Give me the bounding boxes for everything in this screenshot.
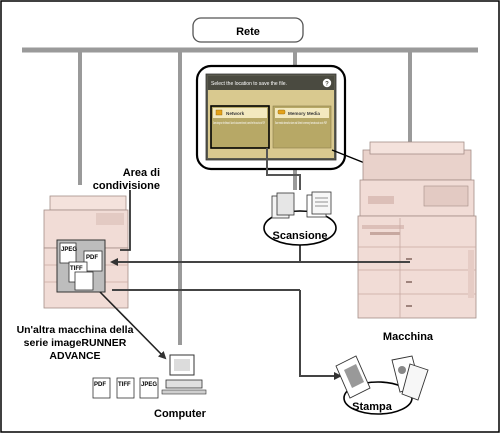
network-button-label: Network — [226, 111, 245, 116]
memory-media-button-label: Memory Media — [288, 111, 320, 116]
network-label-box: Rete — [192, 17, 304, 43]
network-to-scan-line — [266, 148, 301, 190]
print-arrow — [299, 290, 342, 380]
computer-file-jpeg: JPEG — [141, 382, 157, 388]
print-bubble: Stampa — [335, 355, 429, 415]
shared-area-label-line2: condivisione — [93, 180, 160, 192]
main-machine — [357, 141, 477, 319]
other-machine-label-line1: Un'altra macchina della — [17, 324, 134, 336]
svg-text:?: ? — [325, 82, 329, 88]
computer-files: PDF TIFF JPEG — [92, 377, 159, 399]
svg-text:JPEG: JPEG — [61, 247, 77, 253]
screen-title: Select the location to save the file. — [211, 81, 287, 87]
network-button-description: Save storage on the Network. Saved to do… — [213, 121, 265, 125]
folder-icon — [215, 109, 223, 116]
memory-media-button[interactable]: Memory Media Save media format to store … — [272, 105, 332, 149]
computer-access-arrow — [99, 291, 167, 360]
svg-text:TIFF: TIFF — [70, 266, 83, 272]
memory-media-icon — [277, 109, 286, 115]
printed-documents-icon — [335, 355, 429, 401]
pdf-file-icon: PDF — [83, 250, 103, 272]
computer-file-pdf: PDF — [94, 382, 106, 388]
svg-text:PDF: PDF — [86, 255, 98, 261]
network-button[interactable]: Network Save storage on the Network. Sav… — [210, 105, 270, 149]
shared-area: JPEG PDF TIFF — [56, 239, 106, 293]
question-icon[interactable]: ? — [322, 78, 332, 88]
print-label: Stampa — [352, 401, 393, 413]
computer-icon — [161, 354, 207, 395]
scan-label: Scansione — [272, 230, 327, 242]
scan-bubble: Scansione — [263, 191, 337, 246]
other-machine-label-line2: serie imageRUNNER — [24, 337, 127, 349]
shared-area-label-line1: Area di — [123, 167, 160, 179]
other-machine-label-line3: ADVANCE — [49, 350, 100, 362]
scanned-documents-icon — [271, 191, 332, 219]
memory-media-button-description: Save media format to store and Select to… — [275, 121, 327, 125]
computer-file-tiff: TIFF — [118, 382, 131, 388]
machine-label: Macchina — [383, 331, 434, 343]
jpeg-file-icon: JPEG — [59, 242, 77, 264]
screen-callout: Select the location to save the file. ? … — [195, 64, 347, 171]
shared-area-pointer — [120, 190, 131, 251]
network-bus — [22, 47, 478, 345]
network-label: Rete — [236, 26, 260, 38]
computer-label: Computer — [154, 408, 207, 420]
